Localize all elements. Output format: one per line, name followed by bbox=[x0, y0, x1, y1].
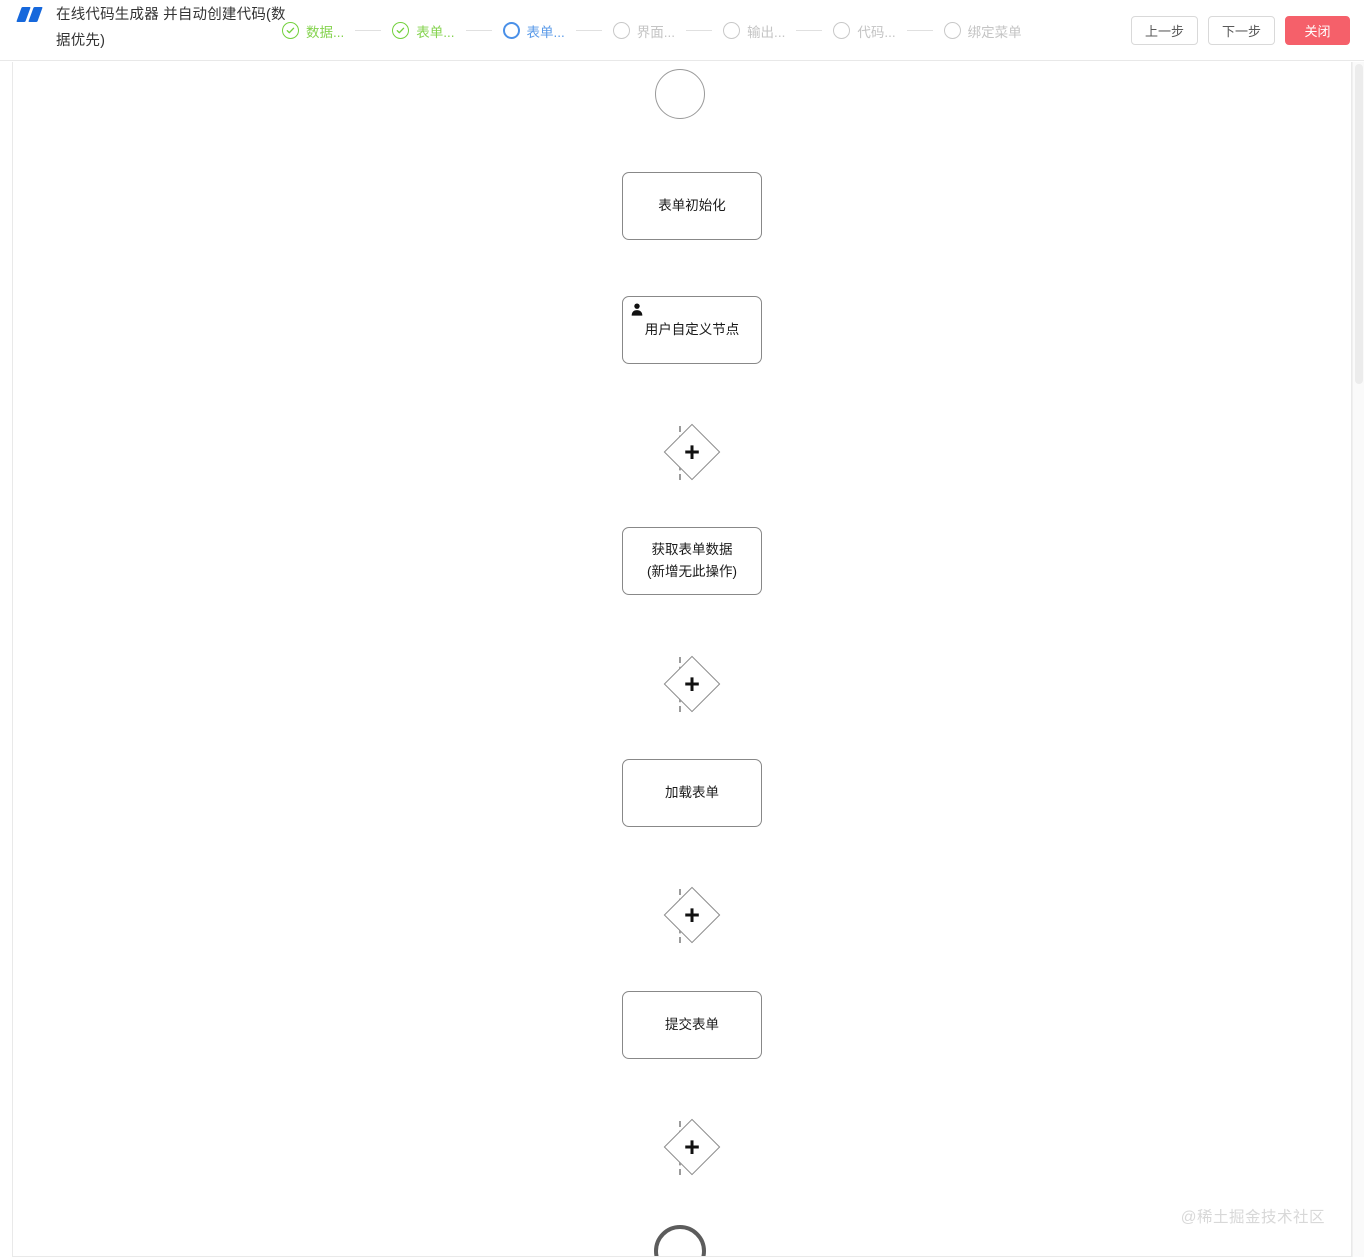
gateway-node-1[interactable]: + bbox=[663, 423, 721, 481]
circle-icon bbox=[723, 22, 741, 39]
task-label: 提交表单 bbox=[665, 1017, 719, 1032]
slash-logo-icon bbox=[16, 5, 46, 27]
step-item-0[interactable]: 数据... bbox=[282, 21, 344, 41]
start-event-node[interactable] bbox=[655, 69, 705, 119]
task-label: 表单初始化 bbox=[658, 198, 726, 213]
step-item-3[interactable]: 界面... bbox=[612, 21, 676, 41]
task-node-load-form[interactable]: 加载表单 bbox=[622, 759, 762, 827]
step-separator bbox=[465, 30, 492, 31]
step-label-3: 界面... bbox=[636, 24, 676, 40]
task-label: 加载表单 bbox=[665, 785, 719, 800]
task-node-form-init[interactable]: 表单初始化 bbox=[622, 172, 762, 240]
brand: 在线代码生成器 并自动创建代码(数据优先) bbox=[16, 2, 296, 54]
page-title: 在线代码生成器 并自动创建代码(数据优先) bbox=[56, 7, 286, 49]
prev-step-button[interactable]: 上一步 bbox=[1130, 16, 1198, 45]
step-label-6: 绑定菜单 bbox=[967, 24, 1022, 40]
app-header: 在线代码生成器 并自动创建代码(数据优先) 数据... 表单... 表单... … bbox=[0, 0, 1364, 61]
step-separator bbox=[796, 30, 823, 31]
step-label-0: 数据... bbox=[306, 24, 345, 40]
plus-icon: + bbox=[684, 436, 700, 467]
step-item-4[interactable]: 输出... bbox=[723, 21, 785, 41]
gateway-node-4[interactable]: + bbox=[663, 1118, 721, 1176]
end-event-node[interactable] bbox=[654, 1225, 706, 1256]
step-separator bbox=[575, 30, 602, 31]
plus-icon: + bbox=[684, 899, 700, 930]
task-label: 用户自定义节点 bbox=[644, 322, 740, 337]
vertical-scrollbar[interactable] bbox=[1352, 62, 1364, 1257]
plus-icon: + bbox=[684, 668, 700, 699]
circle-icon bbox=[502, 22, 520, 39]
step-separator bbox=[686, 30, 713, 31]
flow-canvas[interactable]: 表单初始化 用户自定义节点 + 获取表单数据 (新增无此操作) + 加载表单 bbox=[12, 62, 1352, 1257]
circle-icon bbox=[612, 22, 630, 39]
task-node-fetch-form-data[interactable]: 获取表单数据 (新增无此操作) bbox=[622, 527, 762, 595]
step-label-4: 输出... bbox=[747, 24, 786, 40]
gateway-node-2[interactable]: + bbox=[663, 655, 721, 713]
close-button[interactable]: 关闭 bbox=[1285, 16, 1350, 45]
step-item-2[interactable]: 表单... bbox=[502, 21, 565, 41]
next-step-button[interactable]: 下一步 bbox=[1207, 16, 1275, 45]
scrollbar-thumb[interactable] bbox=[1355, 64, 1363, 384]
task-node-submit-form[interactable]: 提交表单 bbox=[622, 991, 762, 1059]
step-separator bbox=[355, 30, 382, 31]
task-node-user-custom[interactable]: 用户自定义节点 bbox=[622, 296, 762, 364]
check-circle-icon bbox=[282, 22, 299, 39]
task-sublabel: (新增无此操作) bbox=[647, 564, 737, 579]
steps-nav: 数据... 表单... 表单... 界面... 输出... 代码... bbox=[282, 0, 1022, 61]
circle-icon bbox=[833, 22, 851, 39]
header-actions: 上一步 下一步 关闭 bbox=[1130, 16, 1350, 45]
bpmn-diagram: 表单初始化 用户自定义节点 + 获取表单数据 (新增无此操作) + 加载表单 bbox=[13, 62, 1351, 1256]
step-item-1[interactable]: 表单... bbox=[392, 21, 455, 41]
plus-icon: + bbox=[684, 1131, 700, 1162]
step-label-5: 代码... bbox=[857, 24, 896, 40]
step-separator bbox=[906, 30, 933, 31]
task-label: 获取表单数据 bbox=[651, 542, 733, 557]
step-label-1: 表单... bbox=[416, 24, 455, 40]
step-item-5[interactable]: 代码... bbox=[833, 21, 896, 41]
step-label-2: 表单... bbox=[526, 24, 565, 40]
watermark: @稀土掘金技术社区 bbox=[1180, 1209, 1325, 1226]
user-icon bbox=[631, 303, 643, 316]
step-item-6[interactable]: 绑定菜单 bbox=[943, 21, 1022, 41]
check-circle-icon bbox=[392, 22, 410, 39]
circle-icon bbox=[943, 22, 961, 39]
gateway-node-3[interactable]: + bbox=[663, 886, 721, 944]
